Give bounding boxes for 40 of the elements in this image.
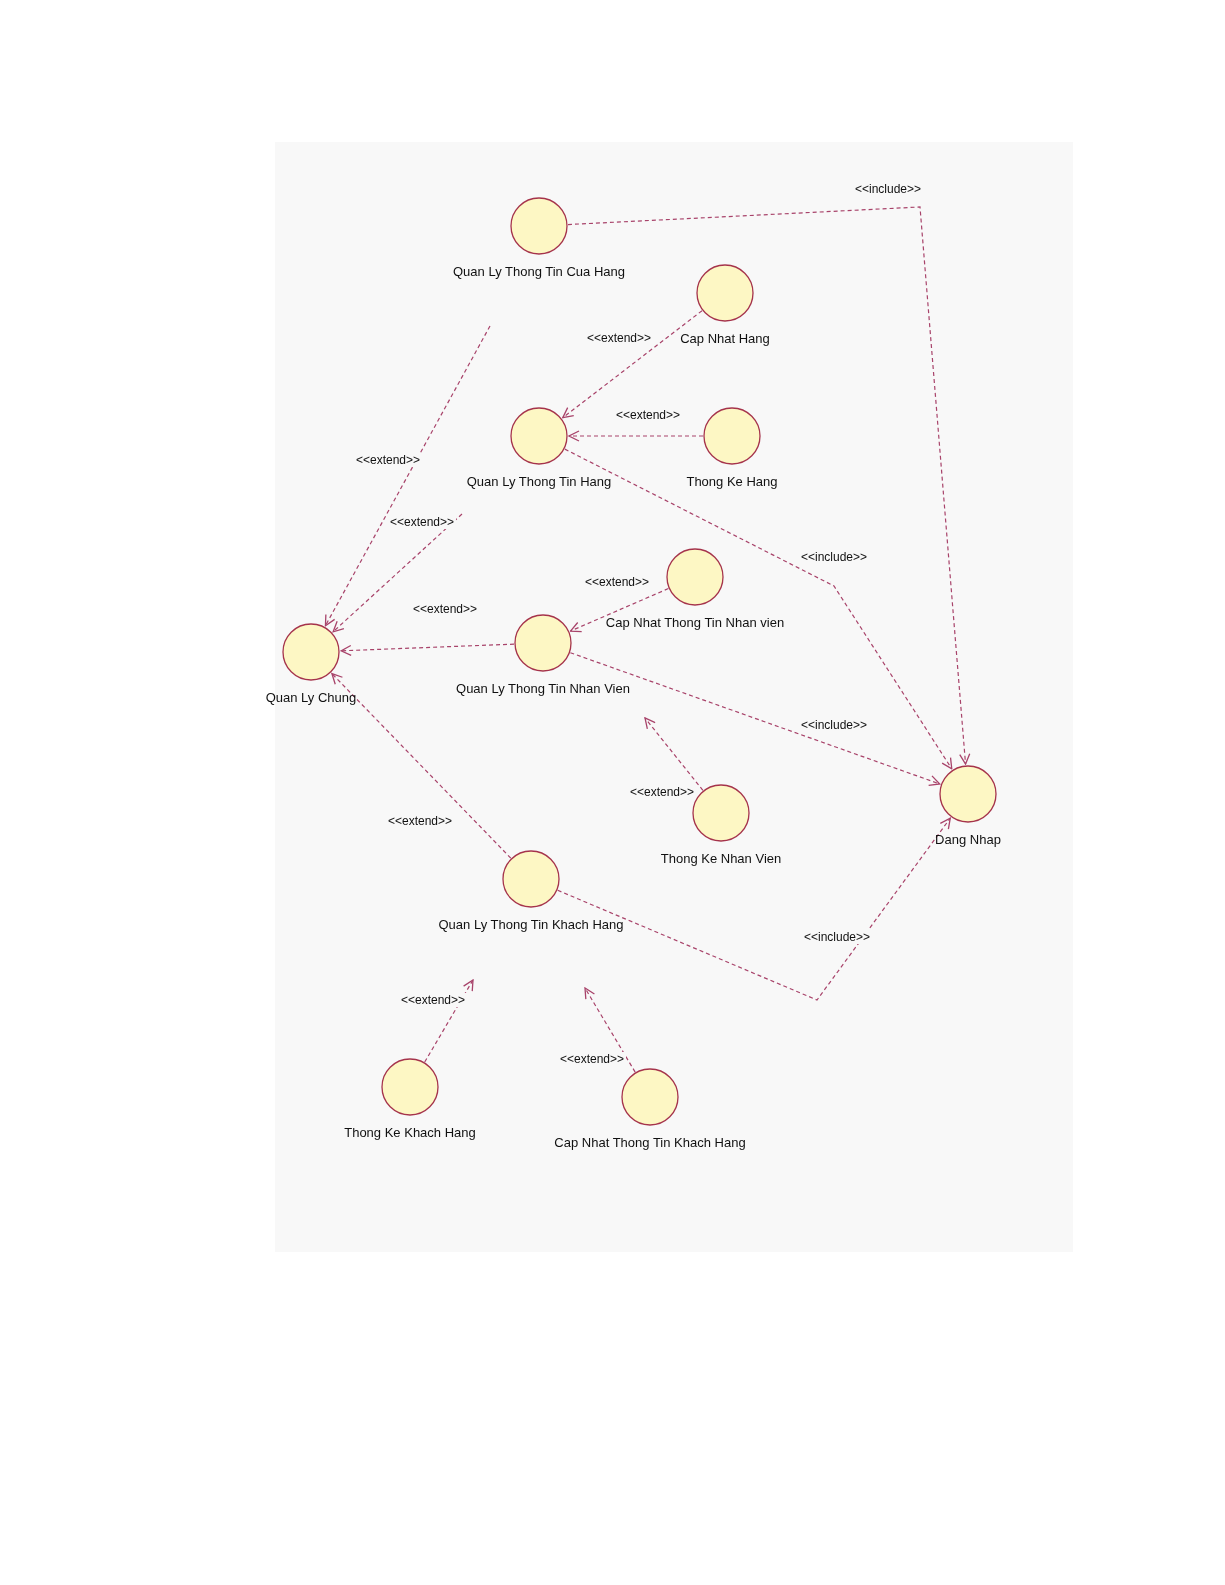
use-case-label: Thong Ke Nhan Vien — [660, 851, 782, 866]
dependency-arrow — [424, 979, 474, 1063]
use-case-label: Dang Nhap — [935, 832, 1001, 847]
use-case-label: Quan Ly Thong Tin Nhan Vien — [456, 681, 630, 696]
dependency-arrow — [564, 448, 953, 770]
use-case-label: Thong Ke Khach Hang — [344, 1125, 476, 1140]
use-case-label: Cap Nhat Hang — [680, 331, 770, 346]
stereotype-label: <<extend>> — [557, 1052, 627, 1066]
dependency-arrow — [569, 587, 669, 633]
stereotype-label: <<extend>> — [387, 515, 457, 529]
dependency-arrow — [644, 717, 704, 791]
dependency-arrow — [332, 513, 463, 633]
use-case-label: Quan Ly Chung — [265, 690, 357, 705]
dependency-arrow — [331, 672, 512, 859]
use-case-label: Thong Ke Hang — [686, 474, 778, 489]
stereotype-label: <<include>> — [801, 930, 873, 944]
use-case-label: Cap Nhat Thong Tin Nhan vien — [605, 615, 785, 630]
dependency-arrow — [568, 430, 704, 442]
stereotype-label: <<extend>> — [353, 453, 423, 467]
use-case-label: Cap Nhat Thong Tin Khach Hang — [554, 1135, 746, 1150]
stereotype-label: <<extend>> — [627, 785, 697, 799]
stereotype-label: <<extend>> — [410, 602, 480, 616]
dependency-arrow — [584, 987, 636, 1073]
stereotype-label: <<include>> — [798, 550, 870, 564]
stereotype-label: <<extend>> — [613, 408, 683, 422]
stereotype-label: <<extend>> — [385, 814, 455, 828]
dependency-arrow — [340, 643, 515, 657]
stereotype-label: <<extend>> — [582, 575, 652, 589]
dependency-arrow — [569, 652, 941, 786]
dependency-arrow — [562, 310, 703, 419]
stereotype-label: <<extend>> — [584, 331, 654, 345]
stereotype-label: <<include>> — [798, 718, 870, 732]
dependency-arrow — [567, 206, 971, 765]
dependency-arrow — [324, 325, 491, 627]
use-case-label: Quan Ly Thong Tin Hang — [466, 474, 612, 489]
use-case-label: Quan Ly Thong Tin Cua Hang — [453, 264, 625, 279]
stereotype-label: <<include>> — [852, 182, 924, 196]
dependency-arrow — [557, 817, 951, 1001]
use-case-label: Quan Ly Thong Tin Khach Hang — [438, 917, 624, 932]
stereotype-label: <<extend>> — [398, 993, 468, 1007]
